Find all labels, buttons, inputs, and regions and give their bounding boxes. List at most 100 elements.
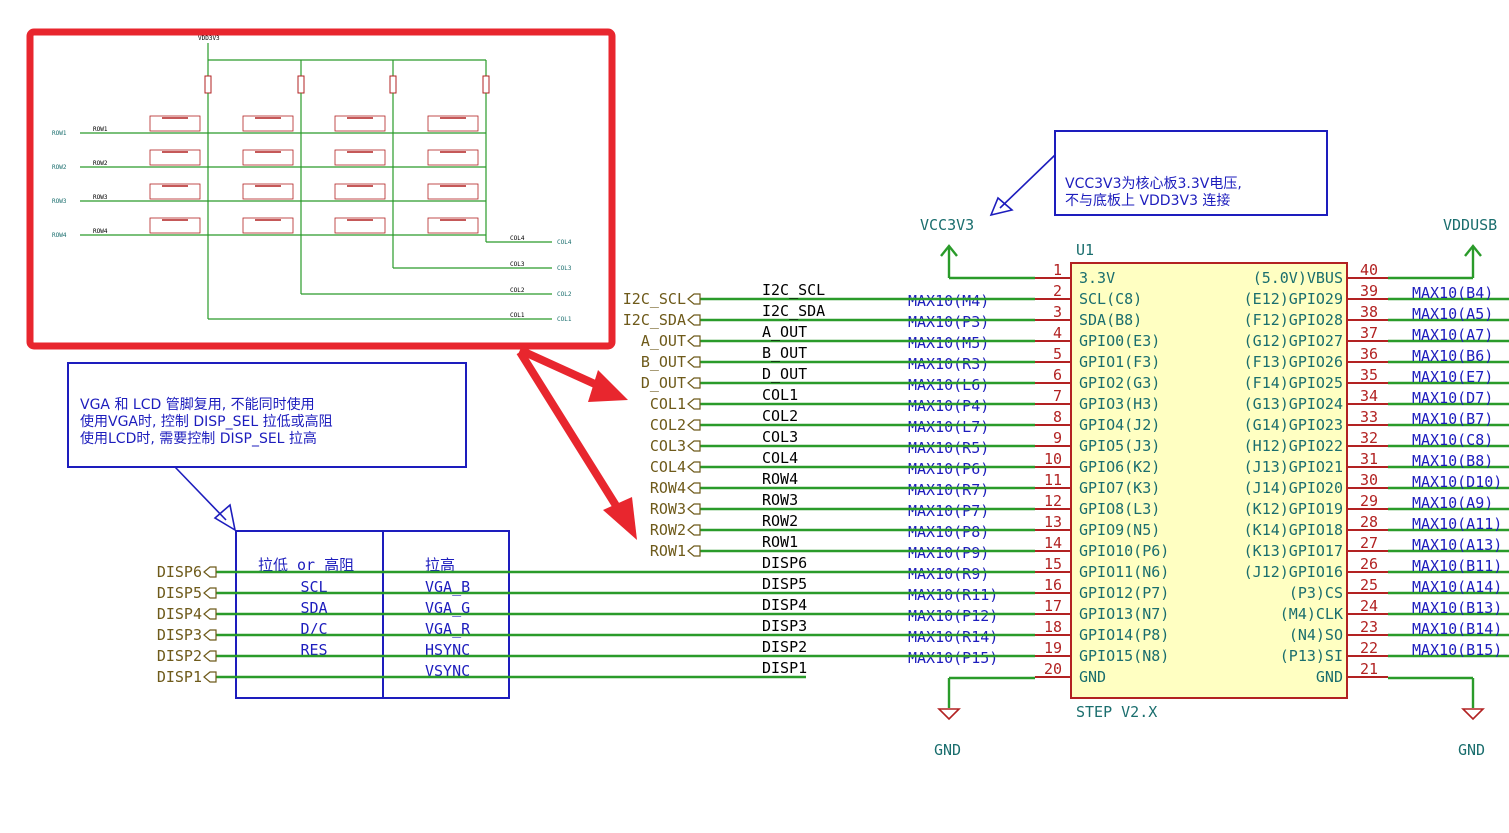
chip-pin-left-number: 1	[1053, 261, 1062, 279]
chip-pin-right-pad: MAX10(A14)	[1412, 578, 1502, 596]
keypad-col-net: COL1	[510, 312, 525, 319]
vga-note-line2: 使用VGA时, 控制 DISP_SEL 拉低或高阻	[80, 413, 333, 430]
chip-pin-right-number: 31	[1360, 450, 1378, 468]
keypad-col-port: COL4	[557, 239, 572, 246]
keypad-row-port: ROW3	[52, 198, 67, 205]
global-label-i2c_scl-flag	[687, 293, 701, 305]
net-name-col3: COL3	[762, 428, 798, 446]
vcc-note-line2: 不与底板上 VDD3V3 连接	[1065, 192, 1230, 209]
chip-pin-left-pad: MAX10(P12)	[908, 607, 998, 625]
chip-pin-right-pad: MAX10(B7)	[1412, 410, 1493, 428]
chip-pin-right-name: (F13)GPIO26	[1244, 353, 1343, 371]
table-header-low: 拉低 or 高阻	[258, 556, 354, 574]
chip-pin-right-number: 27	[1360, 534, 1378, 552]
keypad-row-port: ROW4	[52, 232, 67, 239]
chip-pin-left-pad: MAX10(M5)	[908, 334, 989, 352]
global-label-b_out: B_OUT	[641, 353, 686, 371]
chip-pin-right-name: (G12)GPIO27	[1244, 332, 1343, 350]
table-cell-low: SDA	[300, 599, 327, 617]
net-name-col4: COL4	[762, 449, 798, 467]
chip-pin-right-pad: MAX10(D7)	[1412, 389, 1493, 407]
chip-pin-left-name: GPIO2(G3)	[1079, 374, 1160, 392]
chip-pin-right-pad: MAX10(B4)	[1412, 284, 1493, 302]
chip-pin-right-name: (G14)GPIO23	[1244, 416, 1343, 434]
global-label-col2-flag	[687, 419, 701, 431]
chip-pin-left-number: 12	[1044, 492, 1062, 510]
keypad-row-net: ROW2	[93, 160, 108, 167]
table-cell-low: D/C	[300, 620, 327, 638]
chip-value: STEP V2.X	[1076, 703, 1157, 721]
chip-pin-left-name: GPIO6(K2)	[1079, 458, 1160, 476]
global-label-col3-flag	[687, 440, 701, 452]
chip-pin-left-number: 13	[1044, 513, 1062, 531]
chip-pin-right-name: (J13)GPIO21	[1244, 458, 1343, 476]
table-header-high: 拉高	[425, 556, 455, 574]
chip-pin-right-pad: MAX10(A9)	[1412, 494, 1493, 512]
keypad-switch	[427, 115, 479, 132]
chip-pin-right-name: (J12)GPIO16	[1244, 563, 1343, 581]
table-cell-low: RES	[300, 641, 327, 659]
chip-pin-left-pad: MAX10(L7)	[908, 418, 989, 436]
chip-pin-right-number: 40	[1360, 261, 1378, 279]
global-label-a_out-flag	[687, 335, 701, 347]
chip-pin-right-pad: MAX10(A5)	[1412, 305, 1493, 323]
chip-pin-left-number: 14	[1044, 534, 1062, 552]
chip-pin-right-name: (G13)GPIO24	[1244, 395, 1343, 413]
table-cell-high: HSYNC	[425, 641, 470, 659]
vddusb-label: VDDUSB	[1443, 216, 1497, 234]
chip-pin-right-name: (H12)GPIO22	[1244, 437, 1343, 455]
net-name-col2: COL2	[762, 407, 798, 425]
chip-pin-left-pad: MAX10(P15)	[908, 649, 998, 667]
global-label-disp5-flag	[203, 587, 217, 599]
table-cell-low: SCL	[300, 578, 327, 596]
chip-pin-left-number: 8	[1053, 408, 1062, 426]
chip-pin-right-number: 24	[1360, 597, 1378, 615]
power-symbols: VCC3V3 VDDUSB GND GND	[920, 216, 1497, 759]
global-label-disp2-flag	[203, 650, 217, 662]
chip-pin-left-number: 4	[1053, 324, 1062, 342]
chip-pin-left-pad: MAX10(P7)	[908, 502, 989, 520]
net-name-disp6: DISP6	[762, 554, 807, 572]
keypad-switch	[427, 149, 479, 166]
chip-pin-left-number: 2	[1053, 282, 1062, 300]
net-name-row3: ROW3	[762, 491, 798, 509]
chip-pin-right-number: 34	[1360, 387, 1378, 405]
keypad-row-port: ROW1	[52, 130, 67, 137]
keypad-row-net: ROW3	[93, 194, 108, 201]
chip-pin-right-number: 35	[1360, 366, 1378, 384]
chip-pin-right-number: 39	[1360, 282, 1378, 300]
chip-pin-left-pad: MAX10(M4)	[908, 292, 989, 310]
keypad-col-net: COL2	[510, 287, 525, 294]
chip-pin-right-number: 29	[1360, 492, 1378, 510]
chip-pin-right-number: 32	[1360, 429, 1378, 447]
chip-pin-right-name: (F14)GPIO25	[1244, 374, 1343, 392]
net-name-i2c_sda: I2C_SDA	[762, 302, 825, 320]
chip-pin-right-name: (K12)GPIO19	[1244, 500, 1343, 518]
global-label-d_out-flag	[687, 377, 701, 389]
global-label-disp3: DISP3	[157, 626, 202, 644]
chip-pin-right-name: (K13)GPIO17	[1244, 542, 1343, 560]
chip-pin-left-name: GPIO7(K3)	[1079, 479, 1160, 497]
gnd-right-label: GND	[1458, 741, 1485, 759]
vga-note-line3: 使用LCD时, 需要控制 DISP_SEL 拉高	[80, 430, 317, 447]
chip-pin-left-number: 6	[1053, 366, 1062, 384]
table-cell-high: VGA_G	[425, 599, 470, 617]
net-name-disp3: DISP3	[762, 617, 807, 635]
global-label-row4-flag	[687, 482, 701, 494]
chip-pin-right-number: 30	[1360, 471, 1378, 489]
keypad-switch	[334, 149, 386, 166]
keypad-switch	[242, 183, 294, 200]
global-label-i2c_sda-flag	[687, 314, 701, 326]
chip-pin-left-name: GPIO13(N7)	[1079, 605, 1169, 623]
chip-pin-left-pad: MAX10(R7)	[908, 481, 989, 499]
chip-pin-left-name: SCL(C8)	[1079, 290, 1142, 308]
net-name-row1: ROW1	[762, 533, 798, 551]
chip-pin-right-name: GND	[1316, 668, 1343, 686]
chip-pin-left-name: GPIO12(P7)	[1079, 584, 1169, 602]
chip-pin-left-number: 5	[1053, 345, 1062, 363]
keypad-switch	[427, 183, 479, 200]
chip-pin-left-name: GPIO3(H3)	[1079, 395, 1160, 413]
chip-pin-right-name: (E12)GPIO29	[1244, 290, 1343, 308]
chip-pin-left-number: 10	[1044, 450, 1062, 468]
net-name-disp2: DISP2	[762, 638, 807, 656]
